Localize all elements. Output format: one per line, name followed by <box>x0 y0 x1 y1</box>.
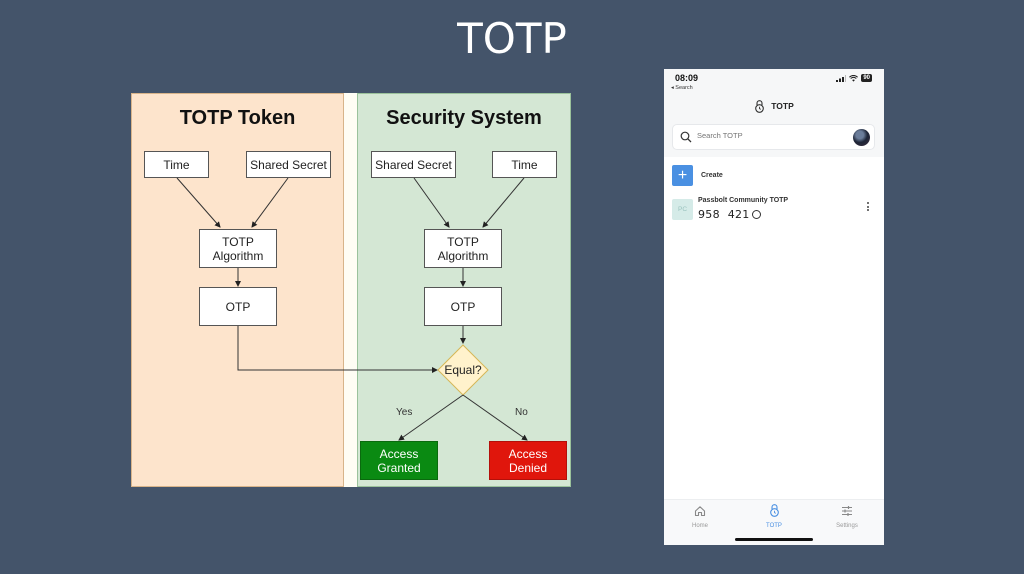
node-otp-right: OTP <box>424 287 502 326</box>
node-totp-algorithm-left: TOTP Algorithm <box>199 229 277 268</box>
node-shared-secret-left: Shared Secret <box>246 151 331 178</box>
create-row[interactable]: + Create <box>672 165 723 186</box>
node-time-left: Time <box>144 151 209 178</box>
tab-home-label: Home <box>691 523 708 529</box>
wifi-icon <box>849 74 859 82</box>
battery-indicator: 90 <box>861 74 872 82</box>
tab-totp-label: TOTP <box>766 523 782 529</box>
more-options-icon[interactable] <box>866 202 870 211</box>
algorithm-label-line1: TOTP <box>447 234 479 249</box>
status-bar: 08:09 ◂ Search 90 <box>664 69 884 91</box>
slide-title: TOTP <box>457 14 567 63</box>
totp-lock-clock-icon <box>755 99 765 113</box>
create-button[interactable]: + <box>672 165 693 186</box>
totp-icon <box>769 504 779 517</box>
create-label[interactable]: Create <box>701 172 723 179</box>
app-header: TOTP <box>664 91 884 121</box>
totp-flow-diagram: TOTP Token Security System Time Shared S… <box>131 93 571 487</box>
security-system-title: Security System <box>386 107 542 129</box>
search-bar[interactable] <box>672 124 875 150</box>
status-icons: 90 <box>836 74 872 82</box>
denied-line2: Denied <box>508 460 548 475</box>
search-input[interactable] <box>697 131 837 140</box>
panel-gap <box>344 93 357 487</box>
algorithm-label-line2: Algorithm <box>212 248 264 263</box>
granted-line1: Access <box>379 446 419 461</box>
home-indicator <box>735 538 813 541</box>
node-otp-left: OTP <box>199 287 277 326</box>
tab-home[interactable]: Home <box>670 504 730 529</box>
no-label: No <box>515 407 528 418</box>
decision-label: Equal? <box>444 363 482 377</box>
algorithm-label-line1: TOTP <box>222 234 254 249</box>
node-time-right: Time <box>492 151 557 178</box>
item-otp-code[interactable]: 958 421 <box>698 208 750 221</box>
signal-icon <box>836 74 847 82</box>
node-totp-algorithm-right: TOTP Algorithm <box>424 229 502 268</box>
tab-bar: Home TOTP Settings <box>664 499 884 545</box>
tab-settings[interactable]: Settings <box>817 504 877 529</box>
search-area <box>664 121 884 157</box>
status-time: 08:09 <box>675 73 699 83</box>
app-title: TOTP <box>771 101 794 111</box>
search-icon <box>680 131 692 143</box>
denied-line1: Access <box>508 446 548 461</box>
tab-totp[interactable]: TOTP <box>744 504 804 529</box>
totp-list-item[interactable]: PC Passbolt Community TOTP 958 421 <box>672 196 876 222</box>
granted-line2: Granted <box>377 460 421 475</box>
item-initials-badge: PC <box>672 199 693 220</box>
node-access-granted: Access Granted <box>360 441 438 480</box>
settings-sliders-icon <box>842 506 852 516</box>
algorithm-label-line2: Algorithm <box>437 248 489 263</box>
back-to-search-link[interactable]: ◂ Search <box>671 85 693 91</box>
node-access-denied: Access Denied <box>489 441 567 480</box>
timer-icon <box>752 210 761 219</box>
avatar[interactable] <box>853 129 870 146</box>
node-shared-secret-right: Shared Secret <box>371 151 456 178</box>
phone-screenshot: 08:09 ◂ Search 90 TOTP + Create PC Passb… <box>664 69 884 545</box>
home-icon <box>694 506 706 517</box>
yes-label: Yes <box>396 407 413 418</box>
totp-token-title: TOTP Token <box>179 107 296 129</box>
tab-settings-label: Settings <box>836 523 858 529</box>
item-name: Passbolt Community TOTP <box>698 197 789 204</box>
